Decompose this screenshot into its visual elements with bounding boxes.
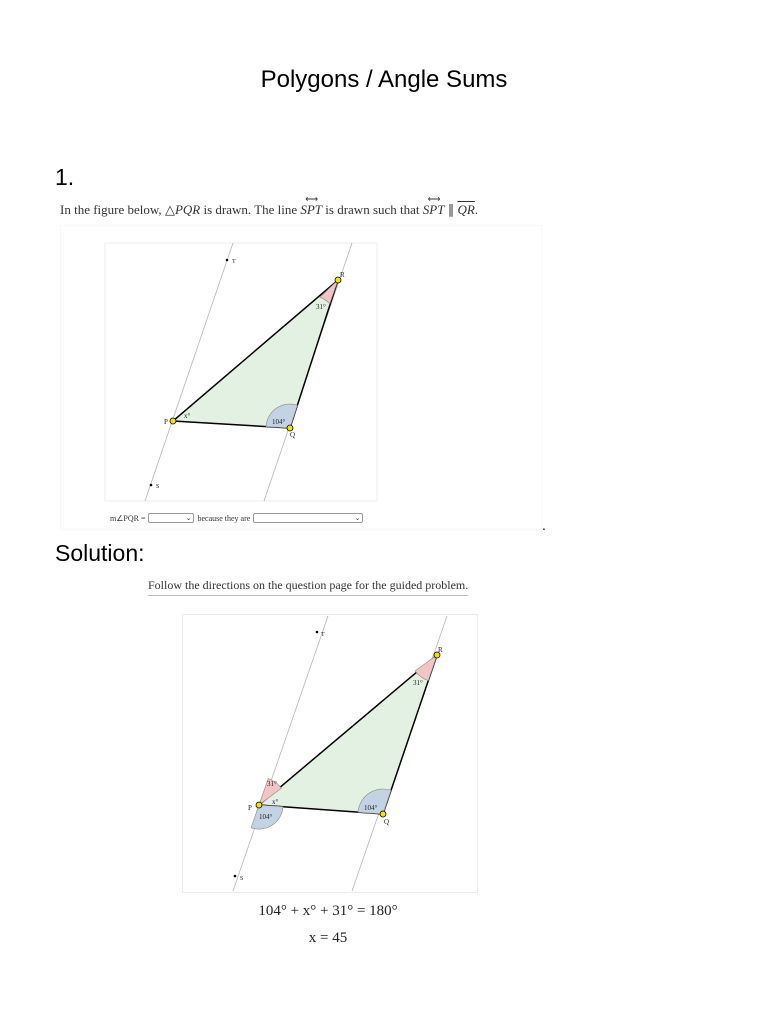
angle-x-label: x° [184, 412, 191, 420]
angle-q-label: 104° [272, 418, 286, 426]
line-notation-2: ⟷SPT [422, 195, 445, 218]
label-q: Q [290, 431, 295, 439]
line-notation: ⟷SPT [300, 195, 323, 218]
angle-x-label: x° [272, 798, 279, 806]
label-p: P [248, 804, 252, 812]
vertex-r [334, 276, 342, 284]
angle-r-sector [319, 279, 339, 305]
line-arrow-icon-2: ⟷ [427, 194, 441, 204]
vertex-q [379, 810, 387, 818]
triangle-name: PQR [174, 202, 201, 217]
reason-dropdown[interactable]: ⌄ [253, 513, 364, 523]
angle-q-sector [357, 788, 392, 815]
line-spt [232, 615, 329, 892]
answer-prefix: m∠PQR = [110, 513, 146, 523]
angle-answer-dropdown[interactable]: ⌄ [148, 513, 195, 523]
triangle-pqr [257, 652, 439, 815]
label-t: T [321, 632, 325, 638]
triangle-symbol: △ [164, 202, 175, 217]
segment-name: QR [457, 202, 475, 217]
line-spt [144, 242, 234, 502]
label-s: S [240, 876, 243, 882]
angle-r-sector [414, 654, 438, 681]
chevron-down-icon: ⌄ [185, 514, 192, 522]
question-prompt: In the figure below, △PQR is drawn. The … [60, 195, 479, 218]
angle-p-bottom-label: 104° [259, 813, 273, 821]
point-t [225, 258, 229, 262]
solution-heading: Solution: [55, 540, 145, 566]
vertex-r [433, 651, 441, 659]
label-r: R [340, 271, 345, 279]
prompt-end: . [474, 202, 479, 217]
line-name: SPT [300, 202, 323, 217]
point-s [149, 483, 153, 487]
trailing-mark: . [542, 517, 546, 533]
angle-q-sector [265, 403, 298, 429]
solution-figure: 31° 104° x° 31° 104° P Q R T S [182, 614, 478, 893]
angle-r-label: 31° [316, 303, 326, 311]
vertex-p [169, 417, 177, 425]
answer-mid: because they are [197, 513, 251, 523]
prompt-mid: is drawn. The line [200, 202, 301, 217]
vertex-p [255, 801, 263, 809]
question-figure-svg: 31° 104° x° P Q R T S [60, 225, 542, 530]
label-s: S [156, 484, 159, 490]
solution-figure-svg: 31° 104° x° 31° 104° P Q R T S [182, 614, 478, 893]
label-r: R [438, 646, 443, 654]
equation-angle-sum: 104° + x° + 31° = 180° [258, 903, 398, 919]
vertex-q [286, 424, 294, 432]
angle-p-top-label: 31° [267, 780, 277, 788]
angle-p-bottom-sector [250, 804, 284, 830]
angle-q-label: 104° [364, 804, 378, 812]
label-q: Q [384, 818, 389, 826]
label-p: P [164, 418, 168, 426]
question-number: 1. [55, 164, 75, 190]
chevron-down-icon: ⌄ [354, 514, 361, 522]
point-s [233, 874, 237, 878]
question-figure: 31° 104° x° P Q R T S [60, 225, 542, 530]
prompt-start: In the figure below, [60, 202, 165, 217]
line-arrow-icon: ⟷ [305, 194, 318, 204]
page-title: Polygons / Angle Sums [260, 66, 508, 93]
triangle-pqr [171, 277, 340, 429]
solution-note: Follow the directions on the question pa… [148, 578, 469, 596]
point-t [315, 630, 319, 634]
label-t: T [232, 259, 236, 265]
angle-r-label: 31° [413, 679, 423, 687]
parallel-symbol: ∥ [447, 202, 455, 217]
angle-p-top-sector [258, 778, 282, 806]
line-name-2: SPT [422, 202, 445, 217]
equation-result: x = 45 [308, 930, 348, 946]
answer-row: m∠PQR = ⌄ because they are ⌄ [110, 513, 364, 523]
prompt-mid2: is drawn such that [322, 202, 423, 217]
